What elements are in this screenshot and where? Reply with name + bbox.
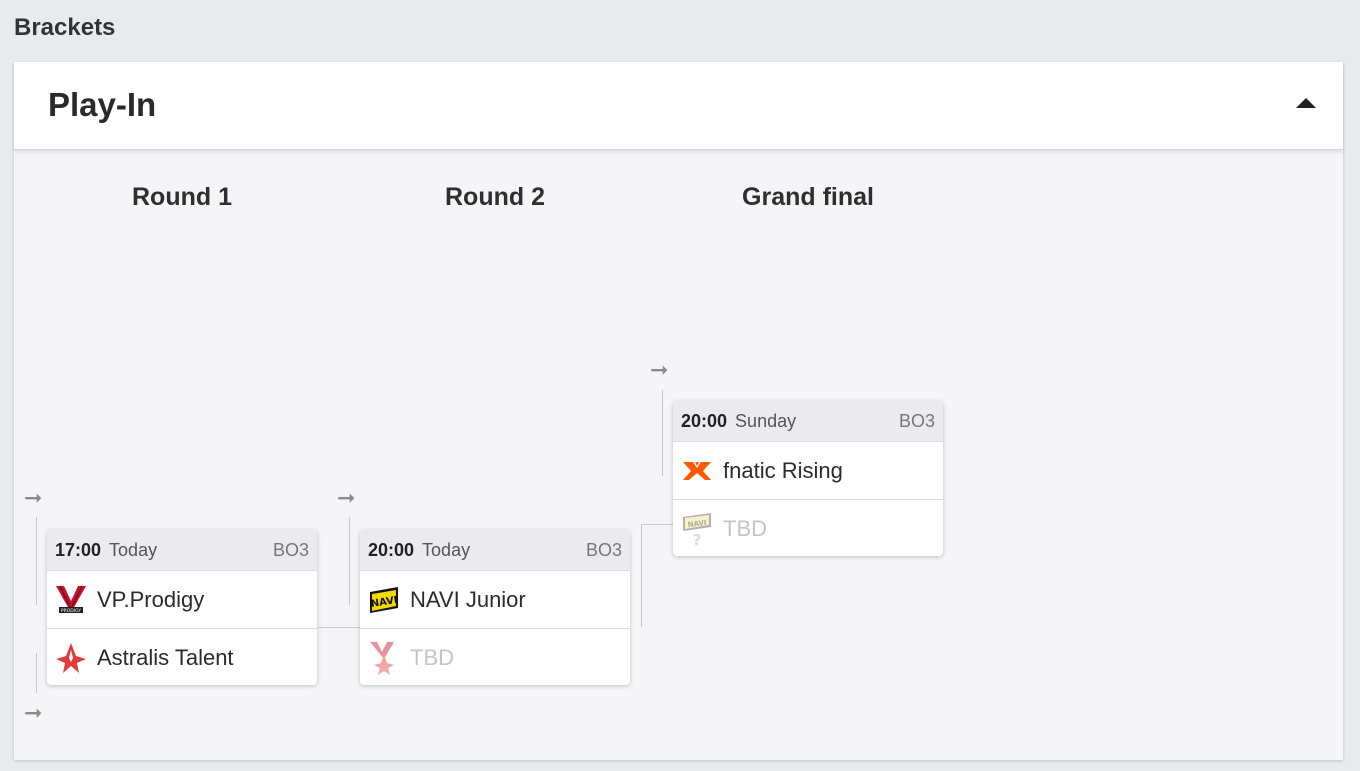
svg-text:NAVI: NAVI (370, 594, 398, 609)
navi-unknown-tbd-logo-icon: NAVI ? (681, 512, 713, 546)
svg-text:PRODIGY: PRODIGY (61, 608, 81, 614)
match-time: 20:00 (681, 410, 728, 431)
match-format: BO3 (585, 539, 622, 560)
match-card-round1[interactable]: 17:00 Today BO3 PRODIGY VP.Prodigy (47, 530, 317, 685)
match-header: 20:00 Sunday BO3 (673, 401, 943, 441)
arrow-right-icon: ➞ (337, 485, 356, 510)
arrow-right-icon: ➞ (24, 700, 43, 725)
astralis-logo-icon (55, 641, 87, 675)
fnatic-logo-icon (681, 454, 713, 488)
arrow-right-icon: ➞ (24, 485, 43, 510)
round-label-grand-final: Grand final (742, 183, 874, 211)
match-header: 20:00 Today BO3 (360, 530, 630, 570)
match-time: 17:00 (55, 539, 102, 560)
team-name: NAVI Junior (410, 586, 526, 612)
connector-line (349, 517, 350, 605)
vp-prodigy-logo-icon: PRODIGY (55, 583, 87, 617)
connector-line (36, 653, 37, 693)
navi-logo-icon: NAVI (368, 583, 400, 617)
team-name: Astralis Talent (97, 644, 234, 670)
vp-astralis-tbd-logo-icon (368, 641, 400, 675)
match-time: 20:00 (368, 539, 415, 560)
team-name: TBD (723, 515, 767, 541)
team-row[interactable]: NAVI NAVI Junior (360, 570, 630, 628)
connector-line (36, 517, 37, 605)
match-format: BO3 (898, 410, 935, 431)
arrow-right-icon: ➞ (650, 357, 669, 382)
team-row[interactable]: fnatic Rising (673, 441, 943, 499)
match-day: Today (422, 539, 471, 560)
svg-text:?: ? (693, 531, 702, 546)
match-card-grand-final[interactable]: 20:00 Sunday BO3 fnatic Rising NAVI ? (673, 401, 943, 556)
match-card-round2[interactable]: 20:00 Today BO3 NAVI NAVI Junior TBD (360, 530, 630, 685)
team-row[interactable]: Astralis Talent (47, 628, 317, 685)
match-day: Sunday (735, 410, 797, 431)
panel-title: Play-In (48, 86, 157, 123)
team-row-tbd[interactable]: NAVI ? TBD (673, 499, 943, 556)
connector-line (318, 627, 360, 628)
round-label-2: Round 2 (445, 183, 545, 211)
bracket-panel: Play-In Round 1 Round 2 Grand final ➞ ➞ … (14, 62, 1343, 760)
round-label-1: Round 1 (132, 183, 232, 211)
match-day: Today (109, 539, 158, 560)
connector-line (641, 524, 674, 525)
team-name: TBD (410, 644, 454, 670)
connector-line (662, 390, 663, 476)
match-header: 17:00 Today BO3 (47, 530, 317, 570)
svg-text:NAVI: NAVI (687, 518, 707, 528)
panel-header[interactable]: Play-In (14, 62, 1343, 150)
caret-up-icon (1296, 98, 1316, 108)
team-row[interactable]: PRODIGY VP.Prodigy (47, 570, 317, 628)
team-row-tbd[interactable]: TBD (360, 628, 630, 685)
match-format: BO3 (272, 539, 309, 560)
collapse-button[interactable] (1293, 90, 1319, 116)
connector-line (641, 524, 642, 627)
team-name: fnatic Rising (723, 457, 843, 483)
section-title: Brackets (14, 14, 116, 41)
team-name: VP.Prodigy (97, 586, 205, 612)
